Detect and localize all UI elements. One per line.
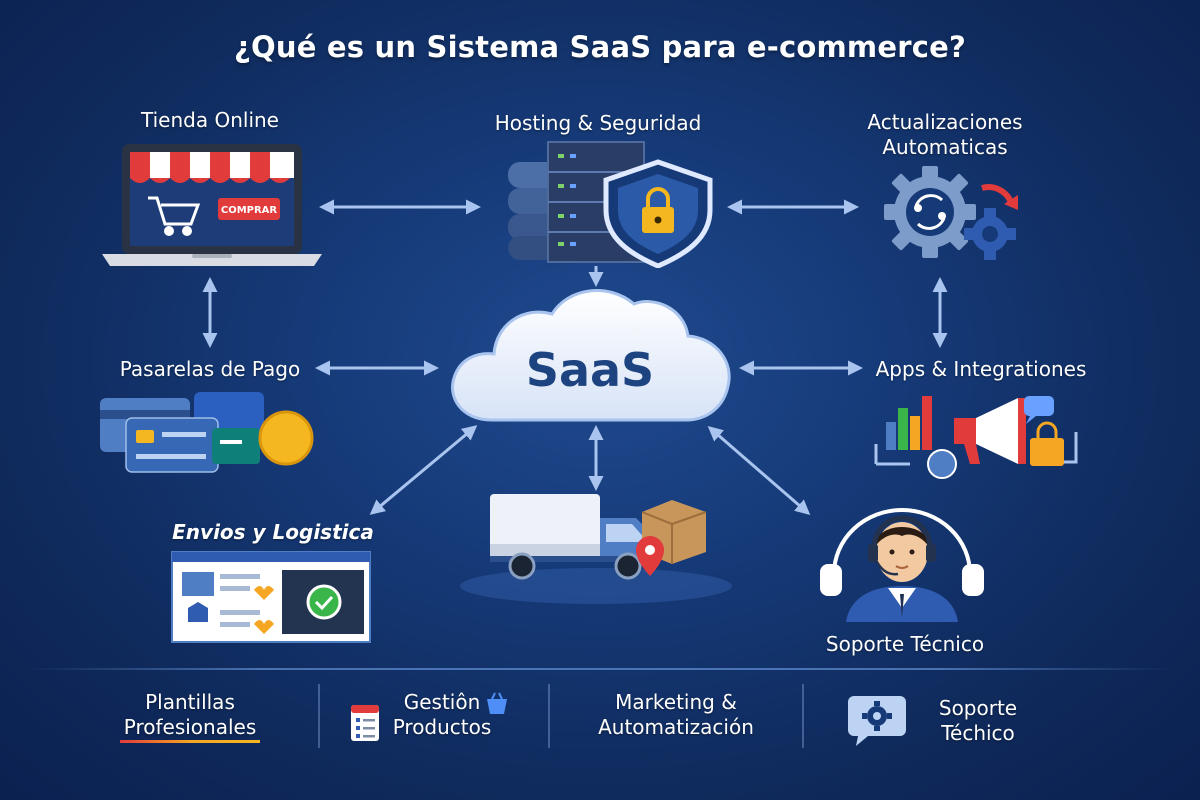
- footer-item-plantillas-line1: Plantillas: [145, 690, 235, 714]
- actualizaciones-line2: Automaticas: [882, 135, 1008, 159]
- footer-item-marketing-line1: Marketing &: [615, 690, 737, 714]
- gear-chat-icon: [848, 696, 906, 746]
- footer-item-marketing-line2: Automatización: [598, 715, 754, 739]
- footer-separator: [318, 684, 320, 748]
- support-agent-icon: [820, 508, 984, 622]
- shirt-icon: [188, 602, 208, 622]
- footer-separator: [802, 684, 804, 748]
- actualizaciones-label: Actualizaciones Automaticas: [840, 110, 1050, 160]
- check-icon: [314, 595, 334, 611]
- page-title: ¿Qué es un Sistema SaaS para e-commerce?: [233, 30, 966, 64]
- pasarelas-label: Pasarelas de Pago: [119, 357, 301, 381]
- apps-label: Apps & Integrationes: [875, 357, 1087, 381]
- apps-integrations-icon: [874, 396, 1078, 479]
- arrow-saas-soporte: [707, 426, 811, 515]
- footer-divider: [30, 668, 1170, 670]
- envios-label: Envios y Logistica: [172, 520, 374, 544]
- payment-cards-icon: [100, 392, 314, 473]
- shopping-bag-icon: [1036, 421, 1058, 438]
- footer-item-soporte[interactable]: Soporte Téchico: [918, 696, 1038, 746]
- footer-item-soporte-line2: Téchico: [941, 721, 1015, 745]
- location-pin-icon: [636, 536, 664, 576]
- arrow-saas-envios: [369, 425, 478, 515]
- actualizaciones-line1: Actualizaciones: [867, 110, 1023, 134]
- tienda-online-label: Tienda Online: [141, 108, 279, 132]
- footer-item-plantillas[interactable]: Plantillas Profesionales: [108, 690, 272, 740]
- footer-item-plantillas-line2: Profesionales: [123, 715, 257, 739]
- gears-update-icon: [884, 166, 1018, 260]
- saas-cloud: SaaS: [451, 289, 731, 422]
- footer-item-soporte-line1: Soporte: [938, 696, 1018, 720]
- footer-item-marketing[interactable]: Marketing & Automatización: [572, 690, 780, 740]
- footer-underline: [120, 740, 260, 743]
- footer-item-gestion-line2: Productos: [392, 715, 492, 739]
- shopping-basket-icon: [487, 692, 507, 714]
- shopping-cart-icon: [148, 196, 201, 236]
- footer-separator: [548, 684, 550, 748]
- saas-label: SaaS: [526, 343, 654, 397]
- truck-delivery-icon: [460, 494, 732, 604]
- footer-item-gestion[interactable]: Gestiôn Productos: [378, 690, 506, 740]
- product-list-icon: [351, 705, 379, 741]
- comprar-button-text: COMPRAR: [221, 205, 278, 216]
- soporte-label: Soporte Técnico: [825, 632, 985, 656]
- shipping-dashboard-icon: [171, 551, 371, 643]
- hosting-seguridad-label: Hosting & Seguridad: [494, 111, 702, 135]
- footer-item-gestion-line1: Gestiôn: [403, 690, 481, 714]
- server-shield-icon: [508, 141, 713, 268]
- lock-icon: [646, 187, 670, 208]
- laptop-store-icon: COMPRAR: [102, 144, 322, 266]
